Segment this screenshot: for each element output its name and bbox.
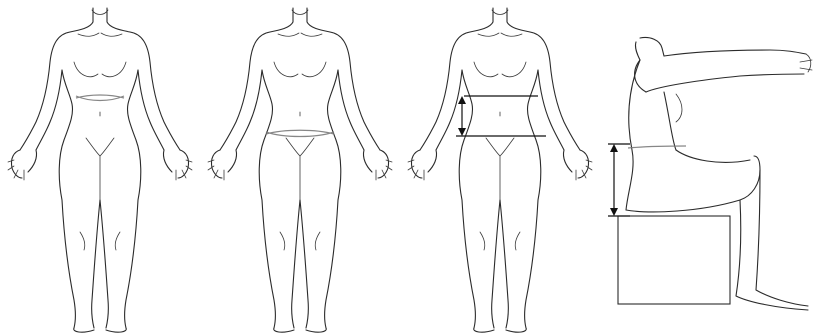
figure-hip [208,8,392,332]
waist-band-marker [76,95,124,101]
arrowhead-up-icon [458,96,466,104]
seated-waist-marker [628,146,686,148]
figure-waist [8,8,192,332]
seated-arrowhead-up-icon [610,144,618,152]
figure-seated-side [608,37,812,310]
hip-band-marker [266,130,334,136]
stool [618,216,730,304]
seated-arrowhead-down-icon [610,208,618,216]
arrowhead-down-icon [458,128,466,136]
figure-waist-to-hip [408,8,592,332]
